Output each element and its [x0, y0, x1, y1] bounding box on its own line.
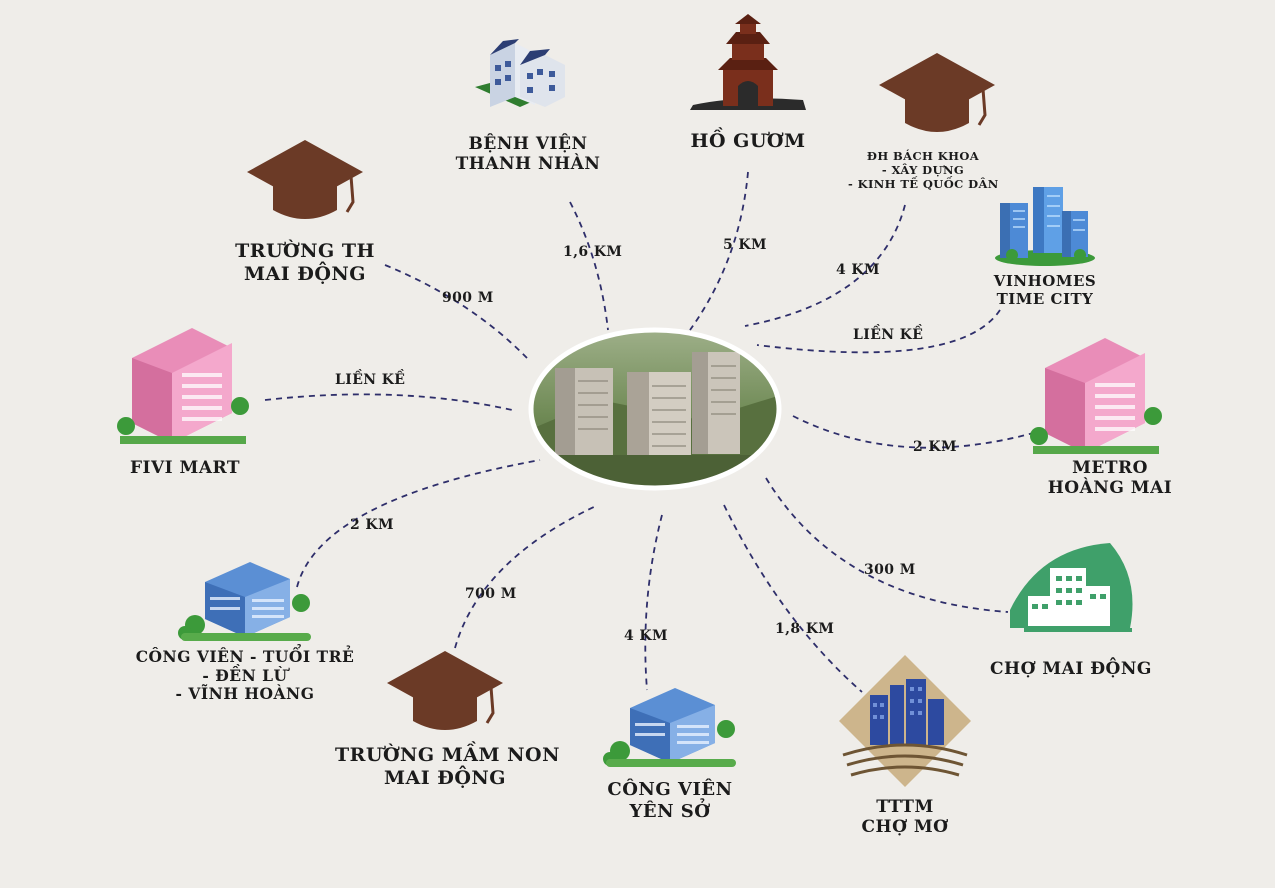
- distance-metro: 2 KM: [913, 439, 957, 455]
- distance-dh-bach-khoa: 4 KM: [836, 262, 880, 278]
- park-building-icon: [603, 688, 736, 767]
- distance-benh-vien: 1,6 KM: [563, 244, 623, 260]
- label-ho-guom: HỒ GƯƠM: [690, 130, 806, 152]
- skyscrapers-icon: [995, 187, 1095, 266]
- label-cong-vien-tuoi-tre: CÔNG VIÊN - TUỔI TRẺ- ĐỀN LỪ- VĨNH HOÀNG: [135, 647, 355, 704]
- market-icon: [1010, 543, 1133, 632]
- distance-tttm-cho-mo: 1,8 KM: [775, 621, 835, 637]
- connector-lines: [264, 171, 1038, 693]
- distance-cong-vien-tuoi-tre: 2 KM: [350, 517, 394, 533]
- pagoda-icon: [690, 14, 806, 110]
- graduation-cap-icon: [385, 649, 505, 732]
- distance-vinhomes: LIỀN KỀ: [853, 327, 924, 343]
- label-fivi-mart: FIVI MART: [129, 458, 241, 478]
- distance-cong-vien-yen-so: 4 KM: [624, 628, 668, 644]
- graduation-cap-icon: [245, 138, 365, 221]
- project-photo: [528, 327, 782, 491]
- pink-building-icon: [1030, 338, 1162, 454]
- graduation-cap-icon: [877, 51, 997, 134]
- distance-ho-guom: 5 KM: [723, 237, 767, 253]
- mall-icon: [839, 655, 971, 787]
- label-cho-mai-dong: CHỢ MAI ĐỘNG: [990, 659, 1152, 679]
- distance-truong-th: 900 M: [442, 290, 494, 306]
- park-building-icon: [178, 562, 311, 641]
- distance-cho-mai-dong: 300 M: [864, 562, 916, 578]
- label-dh-bach-khoa: ĐH BÁCH KHOA- XÂY DỰNG- KINH TẾ QUỐC DÂN: [848, 149, 999, 191]
- distance-truong-mam-non: 700 M: [465, 586, 517, 602]
- office-building-icon: [475, 39, 565, 107]
- pink-building-icon: [117, 328, 249, 444]
- distance-fivi-mart: LIỀN KỀ: [335, 372, 406, 388]
